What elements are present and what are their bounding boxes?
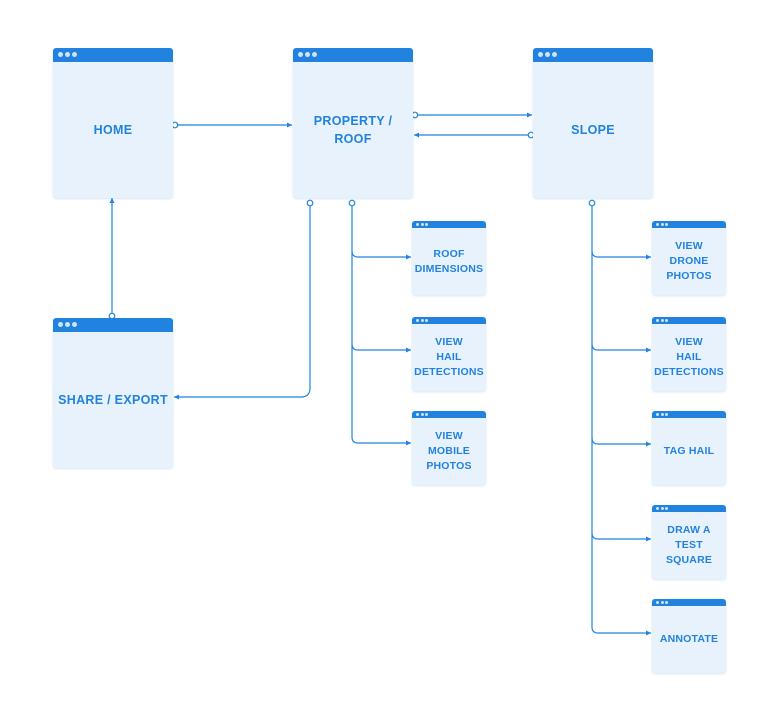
window-titlebar xyxy=(652,317,726,324)
subscreen-label: VIEW HAIL DETECTIONS xyxy=(654,336,724,378)
window-titlebar xyxy=(412,317,486,324)
screen-label: SHARE / EXPORT xyxy=(58,393,168,407)
connector-property-trunk xyxy=(351,206,359,444)
port-property-bottom-right xyxy=(348,199,356,207)
screen-property-roof[interactable]: PROPERTY / ROOF xyxy=(293,48,413,198)
screen-label: SLOPE xyxy=(571,123,615,137)
screen-slope[interactable]: SLOPE xyxy=(533,48,653,198)
screen-share-export[interactable]: SHARE / EXPORT xyxy=(53,318,173,468)
window-dots-icon xyxy=(58,322,77,327)
connector-to-roof-dimensions xyxy=(351,250,411,260)
window-dots-icon xyxy=(58,52,77,57)
screen-label: HOME xyxy=(93,123,133,137)
subscreen-slope-view-hail-detections[interactable]: VIEW HAIL DETECTIONS xyxy=(652,317,726,391)
connector-to-property-hail xyxy=(351,343,411,353)
subscreen-label: VIEW HAIL DETECTIONS xyxy=(414,336,484,378)
subscreen-roof-dimensions[interactable]: ROOF DIMENSIONS xyxy=(412,221,486,295)
connector-slope-trunk xyxy=(591,206,599,634)
window-dots-icon xyxy=(656,319,668,322)
connector-to-tag-hail xyxy=(591,437,651,447)
window-dots-icon xyxy=(538,52,557,57)
subscreen-property-view-hail-detections[interactable]: VIEW HAIL DETECTIONS xyxy=(412,317,486,391)
window-titlebar xyxy=(412,221,486,228)
window-titlebar xyxy=(652,411,726,418)
connector-to-test-square xyxy=(591,532,651,542)
subscreen-tag-hail[interactable]: TAG HAIL xyxy=(652,411,726,485)
window-titlebar xyxy=(652,599,726,606)
subscreen-draw-a-test-square[interactable]: DRAW A TEST SQUARE xyxy=(652,505,726,579)
window-titlebar xyxy=(533,48,653,62)
window-dots-icon xyxy=(298,52,317,57)
screen-label: PROPERTY / ROOF xyxy=(313,114,393,146)
subscreen-annotate[interactable]: ANNOTATE xyxy=(652,599,726,673)
window-titlebar xyxy=(293,48,413,62)
connector-property-to-share xyxy=(174,206,311,400)
connector-to-slope-hail xyxy=(591,343,651,353)
window-titlebar xyxy=(53,48,173,62)
screen-home[interactable]: HOME xyxy=(53,48,173,198)
subscreen-label: TAG HAIL xyxy=(663,445,715,457)
window-dots-icon xyxy=(416,223,428,226)
subscreen-label: ANNOTATE xyxy=(659,633,719,645)
subscreen-label: VIEW MOBILE PHOTOS xyxy=(426,430,472,472)
port-property-bottom-left xyxy=(306,199,314,207)
subscreen-view-mobile-photos[interactable]: VIEW MOBILE PHOTOS xyxy=(412,411,486,485)
port-slope-bottom xyxy=(588,199,596,207)
window-titlebar xyxy=(652,221,726,228)
window-titlebar xyxy=(412,411,486,418)
subscreen-label: DRAW A TEST SQUARE xyxy=(665,524,713,566)
window-dots-icon xyxy=(656,507,668,510)
window-titlebar xyxy=(53,318,173,332)
window-dots-icon xyxy=(416,413,428,416)
port-home-out xyxy=(171,121,179,129)
port-property-right xyxy=(411,111,419,119)
window-dots-icon xyxy=(656,601,668,604)
connector-to-drone-photos xyxy=(591,250,651,260)
window-dots-icon xyxy=(656,223,668,226)
window-dots-icon xyxy=(416,319,428,322)
subscreen-label: VIEW DRONE PHOTOS xyxy=(666,240,712,282)
window-titlebar xyxy=(652,505,726,512)
subscreen-view-drone-photos[interactable]: VIEW DRONE PHOTOS xyxy=(652,221,726,295)
window-dots-icon xyxy=(656,413,668,416)
subscreen-label: ROOF DIMENSIONS xyxy=(414,247,484,275)
